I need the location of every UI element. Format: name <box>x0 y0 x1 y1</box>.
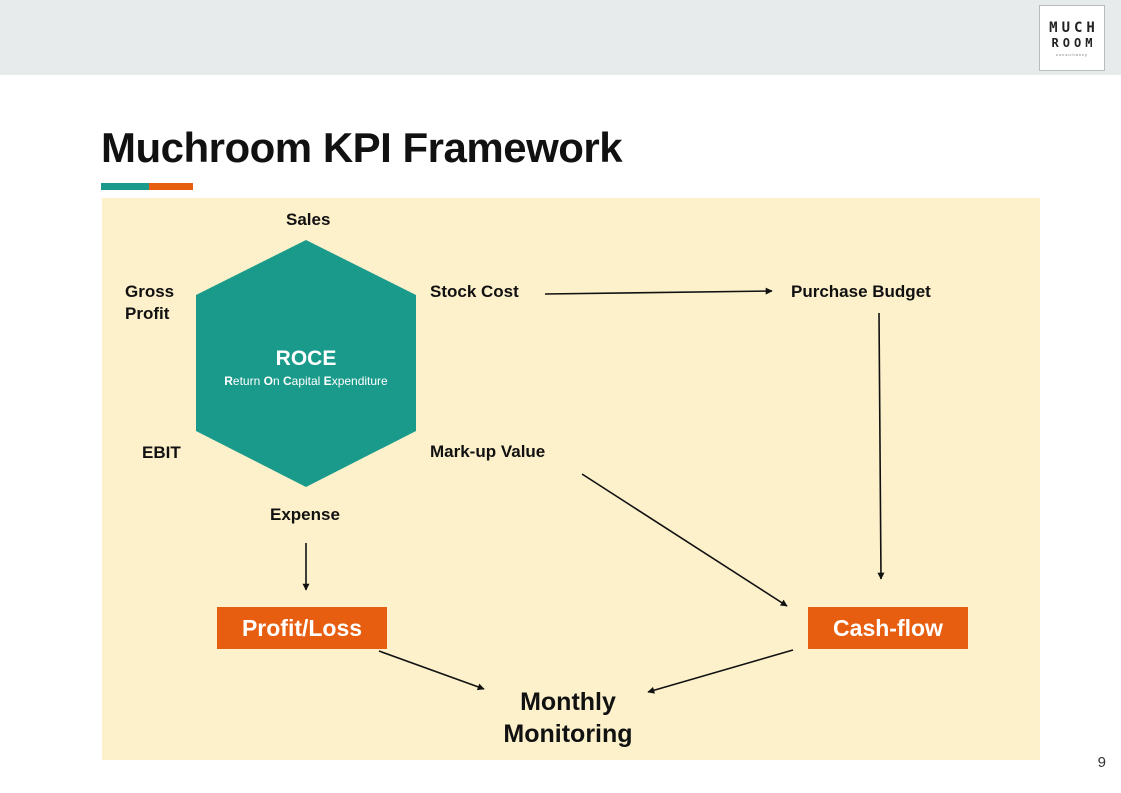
roce-sub-initial-e: E <box>323 374 332 388</box>
roce-sub-initial-r: R <box>224 374 233 388</box>
monthly-monitoring-line1: Monthly <box>520 688 616 716</box>
roce-title: ROCE <box>275 347 337 370</box>
monthly-monitoring: Monthly Monitoring <box>478 686 658 750</box>
cash-flow-box: Cash-flow <box>808 607 968 649</box>
title-accent-orange <box>149 183 193 190</box>
roce-sub-rest-c: apital <box>291 374 324 388</box>
arrow-cash-flow-to-monthly-monitoring <box>647 649 794 694</box>
muchroom-logo: MUCH ROOM consultancy <box>1039 5 1105 71</box>
label-expense: Expense <box>270 505 340 524</box>
label-ebit: EBIT <box>142 443 181 462</box>
roce-subtitle: Return On Capital Expenditure <box>196 372 416 390</box>
profit-loss-box: Profit/Loss <box>217 607 387 649</box>
roce-sub-rest-e: xpenditure <box>331 374 388 388</box>
title-accent-teal <box>101 183 149 190</box>
header-bar <box>0 0 1121 75</box>
arrow-markup-value-to-cash-flow <box>581 473 788 607</box>
roce-text: ROCE Return On Capital Expenditure <box>196 346 416 390</box>
roce-hexagon <box>196 240 416 487</box>
label-gross-profit-line1: Gross <box>125 282 175 301</box>
label-purchase-budget: Purchase Budget <box>791 282 931 301</box>
label-stock-cost: Stock Cost <box>430 282 519 301</box>
arrow-profit-loss-to-monthly-monitoring <box>378 650 485 691</box>
label-markup-value: Mark-up Value <box>430 442 546 461</box>
label-gross-profit-line2: Profit <box>125 304 170 323</box>
roce-sub-initial-c: C <box>282 374 292 388</box>
label-gross-profit: Gross Profit <box>125 281 174 325</box>
page-title: Muchroom KPI Framework <box>101 124 623 171</box>
arrow-purchase-budget-to-cash-flow <box>877 312 885 580</box>
logo-line-room: ROOM <box>1051 36 1097 50</box>
arrow-stock-cost-to-purchase-budget <box>544 287 773 295</box>
page-number: 9 <box>1097 754 1106 771</box>
logo-line-much: MUCH <box>1049 20 1099 36</box>
logo-line-consultancy: consultancy <box>1055 52 1089 57</box>
roce-sub-rest-o: n <box>272 374 283 388</box>
monthly-monitoring-line2: Monitoring <box>503 720 633 748</box>
roce-sub-initial-o: O <box>263 374 273 388</box>
label-sales: Sales <box>286 210 331 229</box>
roce-sub-rest-r: eturn <box>232 374 264 388</box>
